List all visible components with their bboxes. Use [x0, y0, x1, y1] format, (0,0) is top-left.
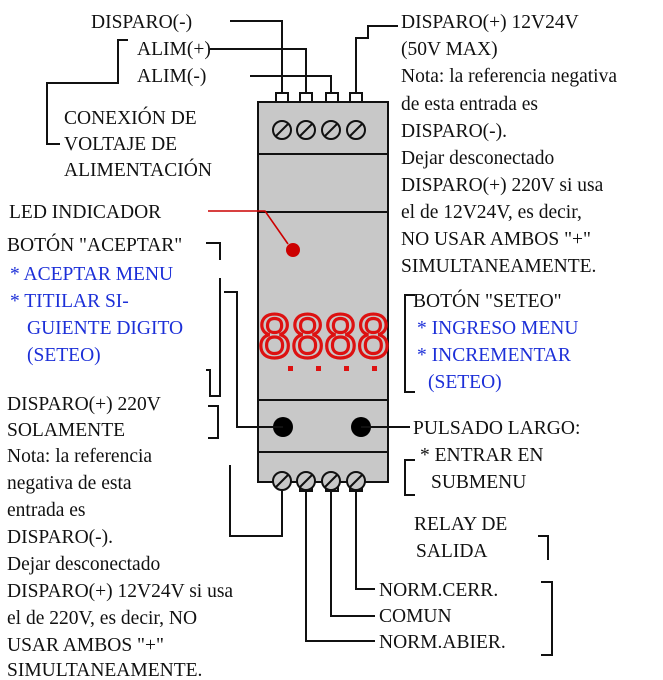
relay-title-1: SALIDA: [416, 541, 488, 562]
led-indicator: [286, 243, 300, 257]
tr-line-6: DISPARO(+) 220V si usa: [401, 175, 604, 196]
bl-line-0: DISPARO(+) 220V: [7, 394, 161, 415]
bottom-screw-terminals: [272, 471, 366, 491]
din-rail-device: 8888: [256, 92, 392, 492]
label-alim-pos: ALIM(+): [137, 39, 211, 60]
label-conexion-1: CONEXIÓN DE: [64, 107, 197, 129]
label-conexion-3: ALIMENTACIÓN: [64, 159, 212, 181]
seteo-item-2: (SETEO): [428, 372, 502, 393]
tr-line-3: de esta entrada es: [401, 94, 538, 115]
top-screw-terminals: [272, 120, 366, 140]
tr-line-8: NO USAR AMBOS "+": [401, 229, 591, 250]
label-norm-cerr: NORM.CERR.: [379, 580, 498, 601]
seteo-labels: BOTÓN "SETEO" * INGRESO MENU * INCREMENT…: [413, 290, 578, 393]
bl-line-6: Dejar desconectado: [7, 554, 160, 575]
label-disparo-neg: DISPARO(-): [91, 12, 192, 33]
seteo-item-0: * INGRESO MENU: [417, 318, 578, 339]
relay-title-0: RELAY DE: [414, 514, 507, 535]
pulsado-line-1: * ENTRAR EN: [420, 445, 544, 466]
bl-line-9: USAR AMBOS "+": [7, 635, 164, 656]
pulsado-labels: PULSADO LARGO: * ENTRAR EN SUBMENU: [413, 418, 580, 493]
label-comun: COMUN: [379, 606, 452, 627]
relay-labels: RELAY DE SALIDA NORM.CERR. COMUN NORM.AB…: [379, 514, 507, 653]
bottom-left-labels: DISPARO(+) 220V SOLAMENTE Nota: la refer…: [7, 394, 233, 680]
display-decimal-points: [288, 366, 377, 371]
bl-line-4: entrada es: [7, 500, 86, 521]
tr-line-9: SIMULTANEAMENTE.: [401, 256, 596, 277]
seteo-title: BOTÓN "SETEO": [413, 290, 562, 312]
pulsado-line-0: PULSADO LARGO:: [413, 418, 580, 439]
top-left-labels: DISPARO(-) ALIM(+) ALIM(-) CONEXIÓN DE V…: [64, 12, 212, 181]
top-right-labels: DISPARO(+) 12V24V (50V MAX) Nota: la ref…: [401, 12, 617, 277]
aceptar-labels: BOTÓN "ACEPTAR" * ACEPTAR MENU * TITILAR…: [7, 234, 183, 366]
tr-line-4: DISPARO(-).: [401, 121, 507, 142]
aceptar-item-3: (SETEO): [27, 345, 101, 366]
label-norm-abier: NORM.ABIER.: [379, 632, 506, 653]
tr-line-5: Dejar desconectado: [401, 148, 554, 169]
label-conexion-2: VOLTAJE DE: [64, 134, 177, 155]
bl-line-1: SOLAMENTE: [7, 420, 125, 441]
bl-line-2: Nota: la referencia: [7, 446, 152, 467]
aceptar-title: BOTÓN "ACEPTAR": [7, 234, 182, 256]
seven-segment-display: 8888: [257, 303, 389, 371]
aceptar-item-2: GUIENTE DIGITO: [27, 318, 183, 339]
seteo-item-1: * INCREMENTAR: [417, 345, 571, 366]
tr-line-1: (50V MAX): [401, 39, 498, 60]
bl-line-7: DISPARO(+) 12V24V si usa: [7, 581, 233, 602]
aceptar-item-1: * TITILAR SI-: [10, 291, 129, 312]
pulsado-line-2: SUBMENU: [431, 472, 526, 493]
tr-line-0: DISPARO(+) 12V24V: [401, 12, 579, 33]
bl-line-8: el de 220V, es decir, NO: [7, 608, 197, 629]
bl-line-10: SIMULTANEAMENTE.: [7, 660, 202, 680]
label-alim-neg: ALIM(-): [137, 66, 206, 87]
tr-line-7: el de 12V24V, es decir,: [401, 202, 582, 223]
aceptar-item-0: * ACEPTAR MENU: [10, 264, 173, 285]
bl-line-5: DISPARO(-).: [7, 527, 113, 548]
leader-lines: [46, 20, 553, 656]
tr-line-2: Nota: la referencia negativa: [401, 66, 617, 87]
label-led-indicador: LED INDICADOR: [9, 202, 161, 223]
bl-line-3: negativa de esta: [7, 473, 132, 494]
